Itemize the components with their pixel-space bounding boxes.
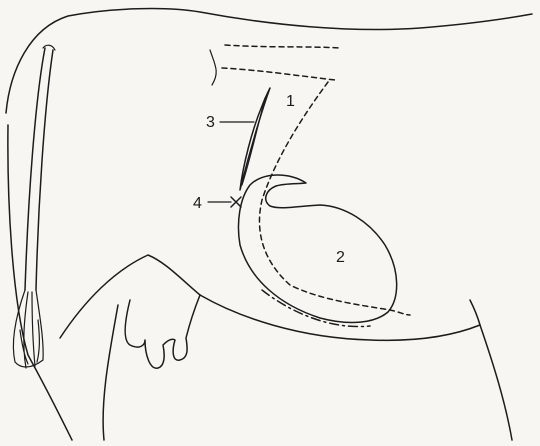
point-4-marker <box>231 197 241 207</box>
cow-outline <box>6 9 532 440</box>
hip-dashed-line-lower <box>222 68 335 80</box>
hip-dashed-line <box>225 45 340 48</box>
label-1: 1 <box>286 93 295 110</box>
udder-outline <box>125 295 200 368</box>
rear-leg-back <box>8 125 72 440</box>
front-leg <box>480 325 512 440</box>
back-line <box>6 9 532 113</box>
structure-3-inner <box>242 98 265 185</box>
structure-2-lower-border <box>262 290 370 327</box>
label-4: 4 <box>193 195 202 212</box>
structure-1-dashed-curve <box>259 82 410 315</box>
label-2: 2 <box>336 249 345 266</box>
rear-leg-lower <box>103 305 118 440</box>
structure-2-outline <box>238 175 396 323</box>
udder <box>125 295 200 368</box>
front-leg-rear <box>470 300 480 325</box>
hip-fold <box>210 50 216 85</box>
rear-leg-front <box>60 255 200 338</box>
label-3: 3 <box>206 114 215 131</box>
